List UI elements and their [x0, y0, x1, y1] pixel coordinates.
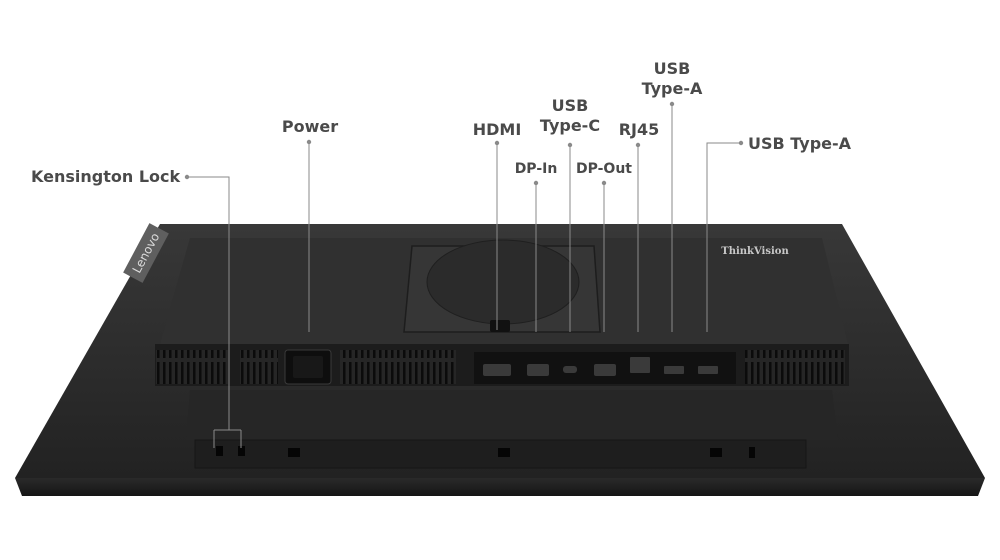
- usb-type-c-label-line2: Type-C: [539, 116, 601, 135]
- kensington-slot-b: [238, 446, 245, 456]
- usb-a-port-2: [698, 366, 718, 374]
- leader-dots: [184, 101, 744, 186]
- usb-a-right-leader: [706, 142, 741, 332]
- usb-type-a-right-label: USB Type-A: [748, 134, 852, 153]
- usb-type-c-label-line1: USB: [551, 96, 589, 115]
- monitor-front-edge: [15, 478, 985, 496]
- thinkvision-logo: ThinkVision: [721, 246, 789, 257]
- power-socket-inner: [293, 356, 323, 378]
- usb-type-a-top-label-line2: Type-A: [641, 79, 703, 98]
- usb-type-c-label: USB Type-C: [532, 96, 608, 136]
- dp-out-port: [594, 364, 616, 376]
- kensington-leader: [187, 176, 242, 448]
- vents-mid: [340, 350, 456, 384]
- vesa-circle: [426, 239, 580, 325]
- usb-a-port-1: [664, 366, 684, 374]
- hdmi-label: HDMI: [472, 120, 522, 139]
- vesa-latch: [490, 320, 510, 332]
- rj45-label: RJ45: [618, 120, 660, 139]
- vents-left-2: [240, 350, 278, 384]
- vents-left: [156, 350, 228, 384]
- clip-slot-1: [288, 448, 300, 457]
- clip-slot-3: [710, 448, 722, 457]
- usb-c-port: [563, 366, 577, 373]
- clip-slot-2: [498, 448, 510, 457]
- clip-slot-4: [749, 447, 755, 458]
- leader-lines: [187, 104, 741, 448]
- vents-right: [745, 350, 845, 384]
- usb-type-a-top-label: USB Type-A: [634, 59, 710, 99]
- hdmi-port: [483, 364, 511, 376]
- usb-type-a-top-label-line1: USB: [653, 59, 691, 78]
- dp-out-label: DP-Out: [575, 161, 632, 177]
- dp-in-port: [527, 364, 549, 376]
- dp-in-label: DP-In: [514, 161, 558, 177]
- kensington-slot-a: [216, 446, 223, 456]
- kensington-lock-label: Kensington Lock: [31, 167, 181, 186]
- power-label: Power: [281, 117, 339, 136]
- lower-plate: [186, 390, 838, 440]
- rj45-port: [630, 357, 650, 373]
